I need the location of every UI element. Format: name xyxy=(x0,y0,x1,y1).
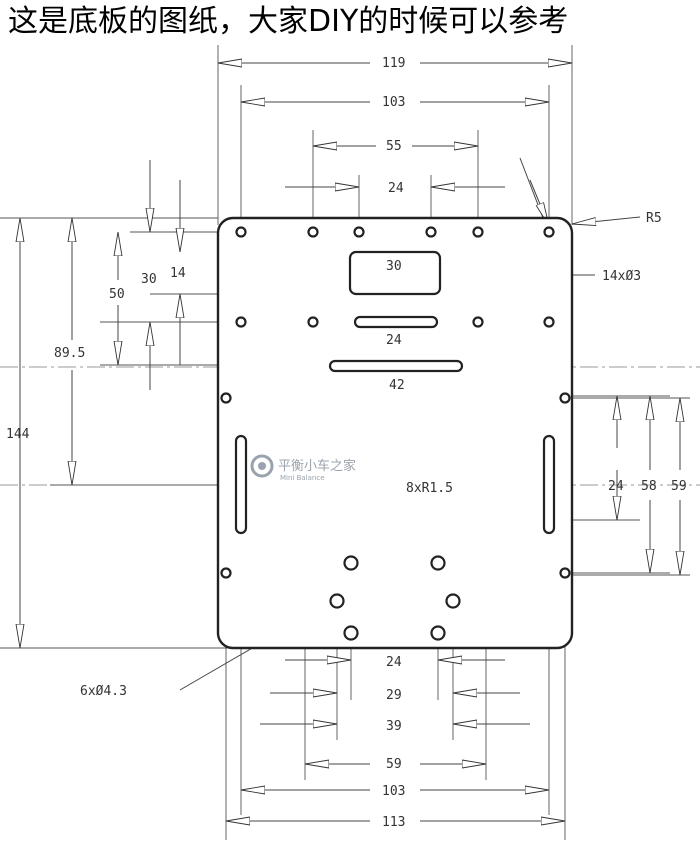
mount-holes-3mm xyxy=(220,226,571,579)
dim-holes-14x3: 14xØ3 xyxy=(602,269,641,284)
hole-3mm xyxy=(220,392,232,404)
dim-slots-8xr1-5: 8xR1.5 xyxy=(406,481,453,496)
dim-bottom-24: 24 xyxy=(386,655,402,670)
slot xyxy=(328,359,464,373)
watermark: 平衡小车之家 Mini Balance xyxy=(250,454,356,482)
dim-right-59: 59 xyxy=(671,479,687,494)
hole-3mm xyxy=(353,226,365,238)
dim-height-89-5: 89.5 xyxy=(54,346,85,361)
dim-width-24-top: 24 xyxy=(388,181,404,196)
hole-3mm xyxy=(472,316,484,328)
dim-bottom-39: 39 xyxy=(386,719,402,734)
hole-3mm xyxy=(425,226,437,238)
slot xyxy=(234,434,248,535)
dim-height-14-left: 14 xyxy=(170,266,186,281)
slot xyxy=(542,434,556,535)
dim-height-30-left: 30 xyxy=(141,272,157,287)
watermark-subtitle: Mini Balance xyxy=(280,474,325,482)
hole-3mm xyxy=(307,226,319,238)
hole-4-3mm xyxy=(329,593,345,609)
hole-3mm xyxy=(235,226,247,238)
dimension-labels: 119 103 55 24 R5 14xØ3 30 30 14 50 89.5 … xyxy=(6,56,687,830)
hole-3mm xyxy=(559,392,571,404)
hole-4-3mm xyxy=(445,593,461,609)
dim-holes-6x4-3: 6xØ4.3 xyxy=(80,684,127,699)
hole-3mm xyxy=(235,316,247,328)
dimension-lines xyxy=(20,63,680,821)
dim-height-30-rect: 30 xyxy=(386,259,402,274)
dim-width-24-mid: 24 xyxy=(386,333,402,348)
dim-right-24: 24 xyxy=(608,479,624,494)
hole-3mm xyxy=(559,567,571,579)
dim-height-50: 50 xyxy=(109,287,125,302)
hole-3mm xyxy=(307,316,319,328)
slot xyxy=(353,315,439,329)
hole-3mm xyxy=(543,316,555,328)
dim-width-103-top: 103 xyxy=(382,95,405,110)
hole-3mm xyxy=(472,226,484,238)
dim-bottom-103: 103 xyxy=(382,784,405,799)
watermark-title: 平衡小车之家 xyxy=(278,458,356,474)
dim-bottom-29: 29 xyxy=(386,688,402,703)
dim-radius-r5: R5 xyxy=(646,211,662,226)
hole-4-3mm xyxy=(343,555,359,571)
dim-bottom-113: 113 xyxy=(382,815,405,830)
caption-title: 这是底板的图纸，大家DIY的时候可以参考 xyxy=(8,4,569,39)
mount-holes-4-3mm xyxy=(329,555,461,641)
dim-width-42: 42 xyxy=(389,378,405,393)
slots xyxy=(234,315,556,577)
hole-4-3mm xyxy=(430,555,446,571)
hole-4-3mm xyxy=(430,625,446,641)
rect-cutout xyxy=(348,250,442,296)
hole-4-3mm xyxy=(343,625,359,641)
dim-width-119: 119 xyxy=(382,56,405,71)
hole-3mm xyxy=(543,226,555,238)
dim-bottom-59: 59 xyxy=(386,757,402,772)
dim-right-58: 58 xyxy=(641,479,657,494)
dim-height-144: 144 xyxy=(6,427,30,442)
dim-width-55: 55 xyxy=(386,139,402,154)
base-plate xyxy=(216,216,574,650)
hole-3mm xyxy=(220,567,232,579)
